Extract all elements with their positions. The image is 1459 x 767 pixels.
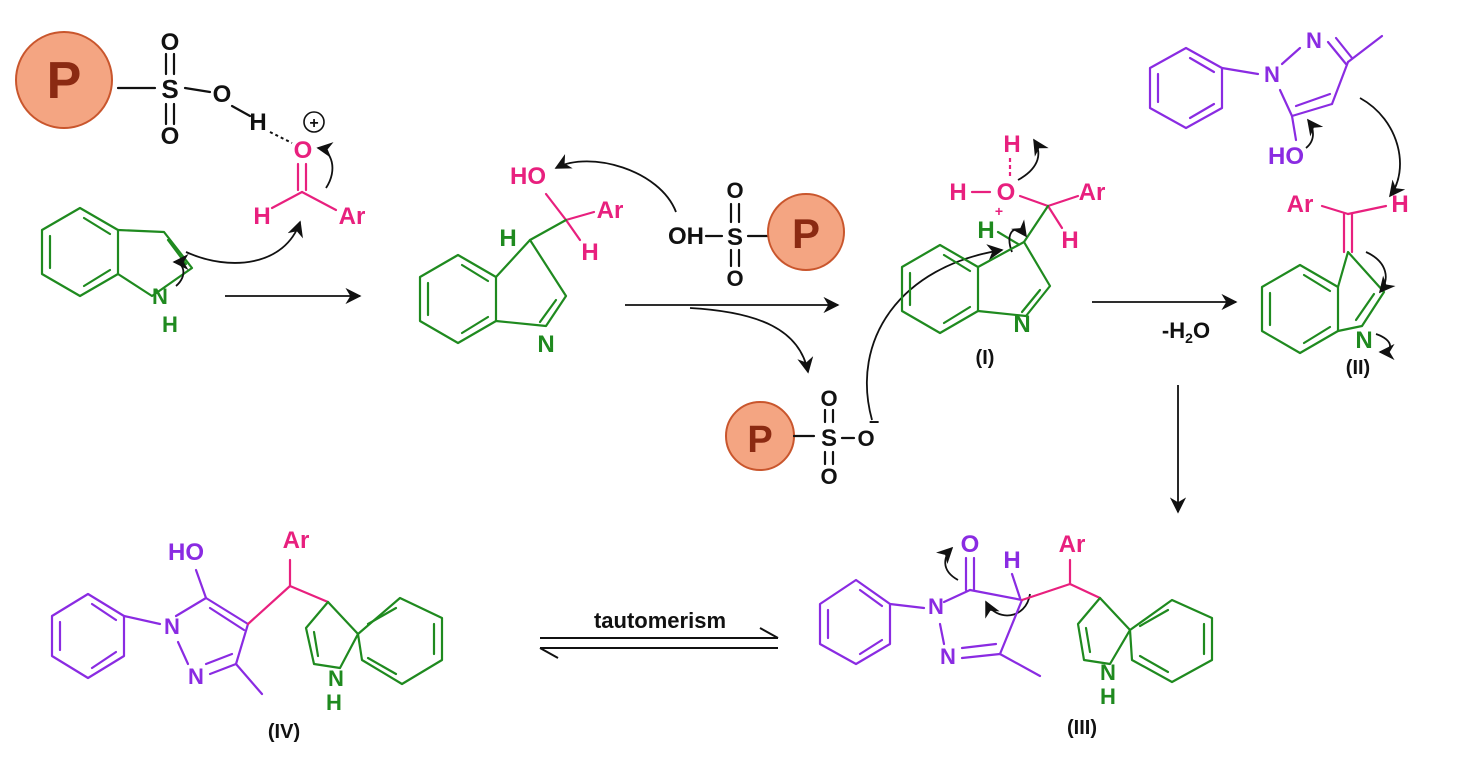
svg-text:H: H	[499, 225, 516, 252]
svg-text:P: P	[792, 210, 820, 257]
svg-text:S: S	[727, 224, 743, 251]
polymer-bead-label: P	[47, 52, 82, 110]
svg-text:O: O	[820, 386, 837, 411]
svg-text:H: H	[1391, 191, 1408, 218]
equilibrium-label: tautomerism	[594, 608, 726, 633]
svg-text:O: O	[213, 81, 232, 108]
label-compound-III: (III)	[1067, 717, 1097, 739]
label-compound-II: (II)	[1346, 357, 1370, 379]
svg-text:H: H	[1100, 684, 1116, 709]
svg-text:H: H	[1061, 227, 1078, 254]
indolenine-alcohol: HO Ar H H N	[418, 163, 624, 358]
svg-text:H: H	[162, 312, 178, 337]
polymer-bead-icon	[767, 193, 845, 271]
svg-text:O: O	[997, 179, 1016, 206]
label-compound-I: (I)	[976, 347, 995, 369]
svg-text:N: N	[328, 666, 344, 691]
svg-text:O: O	[294, 137, 313, 164]
svg-text:Ar: Ar	[339, 203, 366, 230]
catalyst-sulfonic-acid-1: P S O O O H +	[15, 29, 325, 150]
svg-text:H: H	[1003, 547, 1020, 574]
svg-text:P: P	[747, 419, 772, 461]
svg-text:H: H	[949, 179, 966, 206]
svg-text:N: N	[1100, 660, 1116, 685]
svg-text:N: N	[1264, 62, 1280, 87]
svg-text:+: +	[995, 203, 1003, 219]
svg-text:Ar: Ar	[1287, 191, 1314, 218]
svg-text:N: N	[1306, 28, 1322, 53]
pyrazolone-nucleophile: N N HO	[1148, 28, 1406, 198]
svg-text:N: N	[1355, 327, 1372, 354]
sulfonate-anion: P S O O O −	[725, 244, 1004, 489]
label-compound-IV: (IV)	[268, 721, 300, 743]
indole-1: N H	[40, 206, 303, 337]
svg-text:N: N	[537, 331, 554, 358]
intermediate-II: Ar H N (II)	[1260, 191, 1409, 379]
svg-text:N: N	[152, 284, 168, 309]
svg-text:O: O	[726, 266, 743, 291]
svg-text:H: H	[1003, 131, 1020, 158]
dehydration-label: -H2O	[1162, 318, 1210, 346]
svg-text:N: N	[928, 594, 944, 619]
svg-text:O: O	[161, 123, 180, 150]
svg-text:S: S	[161, 74, 178, 104]
svg-text:+: +	[309, 115, 318, 132]
svg-text:O: O	[961, 531, 980, 558]
svg-text:H: H	[326, 690, 342, 715]
svg-text:N: N	[188, 664, 204, 689]
svg-text:N: N	[1013, 311, 1030, 338]
svg-text:N: N	[940, 644, 956, 669]
svg-text:Ar: Ar	[1079, 179, 1106, 206]
svg-text:Ar: Ar	[597, 197, 624, 224]
svg-text:N: N	[164, 614, 180, 639]
svg-text:HO: HO	[1268, 143, 1304, 170]
intermediate-I: H H O + Ar H H N (I)	[900, 131, 1106, 369]
svg-text:H: H	[249, 109, 266, 136]
svg-text:OH: OH	[668, 223, 704, 250]
svg-text:O: O	[820, 464, 837, 489]
svg-text:Ar: Ar	[283, 527, 310, 554]
svg-text:H: H	[977, 217, 994, 244]
svg-text:H: H	[253, 203, 270, 230]
svg-text:HO: HO	[168, 539, 204, 566]
svg-text:HO: HO	[510, 163, 546, 190]
product-IV: HO N N Ar N H (IV)	[50, 527, 444, 743]
tautomerism-equilibrium: tautomerism	[539, 608, 779, 659]
svg-text:O: O	[161, 29, 180, 56]
svg-text:O: O	[726, 178, 743, 203]
curved-arrow-release	[689, 307, 814, 374]
polymer-bead-icon	[15, 31, 113, 129]
protonated-aldehyde: O H Ar	[253, 137, 365, 230]
svg-text:O: O	[857, 426, 874, 451]
catalyst-sulfonic-acid-2: OH S O O P	[554, 154, 845, 291]
svg-text:Ar: Ar	[1059, 531, 1086, 558]
svg-text:S: S	[821, 425, 837, 452]
svg-text:H: H	[581, 239, 598, 266]
svg-text:−: −	[869, 412, 880, 432]
intermediate-III: O H N N Ar N H (III)	[818, 531, 1214, 739]
